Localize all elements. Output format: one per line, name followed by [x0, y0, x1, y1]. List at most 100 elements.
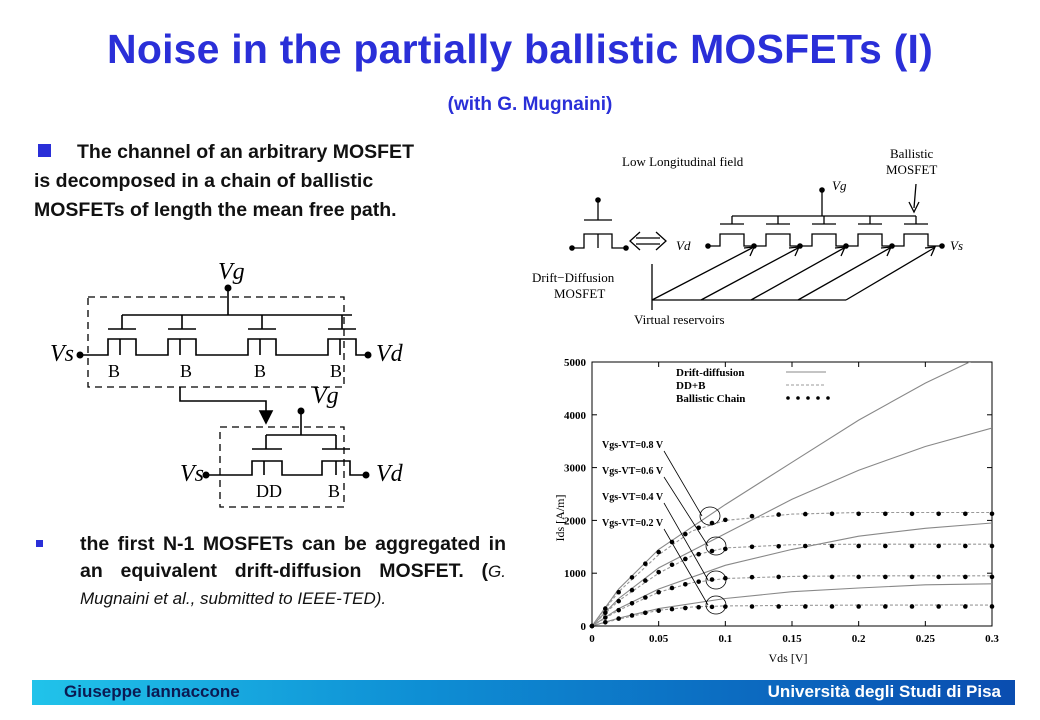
b-label: B — [180, 361, 192, 381]
ballistic-chain-point — [669, 585, 675, 591]
ballistic-chain-point — [883, 543, 888, 549]
vg-top-label: Vg — [218, 259, 245, 285]
slide-subtitle: (with G. Mugnaini) — [447, 94, 613, 115]
vd-bottom-label: Vd — [376, 461, 404, 487]
dd-caption: Drift−Diffusion — [532, 270, 615, 285]
ballistic-chain-point — [776, 543, 781, 549]
left-circuit-diagram: Vg Vs Vd Vg Vs Vd B B B B DD B — [50, 259, 404, 508]
ballistic-chain-point — [856, 574, 861, 580]
ballistic-chain-point — [603, 615, 608, 620]
drift-diffusion-line — [592, 362, 971, 626]
ballistic-chain-point — [883, 604, 888, 609]
ballistic-chain-point — [656, 569, 661, 575]
legend-label: Drift-diffusion — [676, 367, 744, 379]
ballistic-chain-point — [989, 604, 995, 609]
vg-label: Vg — [832, 178, 847, 193]
ballistic-chain-point — [749, 544, 755, 550]
ballistic-chain-point — [989, 574, 995, 580]
vd-top-label: Vd — [376, 341, 404, 367]
dd-label: DD — [256, 481, 282, 501]
b-label: B — [254, 361, 266, 381]
ballistic-chain-point — [643, 578, 648, 583]
annotation-label: Vgs-VT=0.6 V — [602, 466, 664, 477]
ballistic-chain-point — [616, 598, 621, 604]
ballistic-chain-point — [603, 610, 608, 616]
ballistic-chain-point — [616, 616, 621, 621]
legend-label: Ballistic Chain — [676, 393, 745, 405]
square-bullet-icon — [38, 144, 51, 157]
ballistic-chain-point — [603, 606, 608, 611]
ballistic-chain-point — [909, 604, 915, 609]
y-tick-label: 1000 — [564, 568, 587, 580]
ballistic-chain-point — [856, 511, 861, 517]
x-tick-label: 0.15 — [782, 633, 802, 645]
ballistic-chain-point — [656, 589, 661, 595]
x-tick-label: 0.2 — [852, 633, 866, 645]
ballistic-chain-point — [909, 511, 915, 517]
ballistic-chain-point — [603, 620, 608, 625]
ballistic-chain-point — [803, 604, 808, 609]
ballistic-chain-point — [749, 604, 755, 609]
ballistic-chain-point — [709, 604, 715, 610]
annotation-circle — [699, 506, 721, 526]
y-tick-label: 4000 — [564, 410, 587, 422]
ballistic-chain-point — [936, 543, 941, 549]
slide-title: Noise in the partially ballistic MOSFETs… — [107, 26, 933, 72]
ballistic-chain-point — [856, 543, 861, 549]
ballistic-chain-point — [909, 574, 915, 580]
ballistic-chain-point — [829, 511, 835, 517]
bullet-aggregation: the first N-1 MOSFETs can be aggregated … — [80, 531, 506, 612]
ballistic-chain-point — [696, 604, 701, 610]
y-tick-label: 5000 — [564, 357, 587, 369]
ballistic-chain-point — [683, 581, 688, 587]
ballistic-chain-point — [723, 517, 728, 523]
y-tick-label: 2000 — [564, 515, 587, 527]
ballistic-chain-point — [883, 511, 888, 517]
b-label: B — [330, 361, 342, 381]
xlabel: Vds [V] — [769, 651, 808, 665]
footer-bar: Giuseppe Iannaccone Università degli Stu… — [32, 680, 1015, 705]
drift-diffusion-line — [592, 583, 992, 626]
annotation-circle — [705, 595, 727, 615]
vs-label: Vs — [950, 238, 963, 253]
small-square-bullet-icon — [36, 540, 43, 547]
ballistic-chain-point — [936, 604, 941, 609]
reservoir-label: Virtual reservoirs — [634, 312, 725, 327]
ballistic-chain-point — [616, 589, 621, 595]
ballistic-chain-point — [629, 600, 635, 606]
right-chain-diagram: Low Longitudinal field Ballistic MOSFET … — [532, 146, 963, 327]
ballistic-chain-point — [629, 613, 635, 618]
bullet-channel-decomposition: The channel of an arbitrary MOSFET is de… — [34, 138, 434, 225]
ballistic-chain-point — [723, 575, 728, 581]
ballistic-chain-point — [616, 607, 621, 613]
vd-label: Vd — [676, 238, 691, 253]
ballistic-chain-point — [749, 574, 755, 580]
vs-top-label: Vs — [50, 341, 74, 367]
ballistic-chain-point — [909, 543, 915, 549]
ballistic-chain-point — [696, 579, 701, 584]
ballistic-chain-point — [989, 511, 995, 517]
ballistic-chain-point — [629, 587, 635, 593]
vs-bottom-label: Vs — [180, 461, 204, 487]
annotation-circle — [705, 570, 727, 590]
ballistic-chain-point — [709, 577, 715, 582]
drift-diffusion-line — [592, 522, 992, 626]
bullet-text: The channel of an arbitrary MOSFET is de… — [34, 141, 414, 221]
ballistic-chain-point — [696, 551, 701, 557]
vg-bottom-label: Vg — [312, 383, 339, 409]
ballistic-chain-point — [776, 604, 781, 609]
ballistic-chain-point — [683, 531, 688, 537]
ballistic-chain-point — [963, 543, 968, 549]
ballistic-chain-point — [669, 562, 675, 568]
legend-swatch-dot — [826, 396, 830, 400]
b-label: B — [108, 361, 120, 381]
ballistic-chain-point — [963, 574, 968, 580]
ballistic-chain-point — [643, 610, 648, 616]
ylabel: Ids [A/m] — [553, 495, 567, 542]
ballistic-chain-point — [829, 543, 835, 549]
ballistic-chain-point — [963, 604, 968, 609]
legend-swatch-dot — [806, 396, 810, 400]
ballistic-label: Ballistic — [890, 146, 934, 161]
legend-swatch-dot — [786, 396, 790, 400]
x-tick-label: 0.05 — [649, 633, 669, 645]
